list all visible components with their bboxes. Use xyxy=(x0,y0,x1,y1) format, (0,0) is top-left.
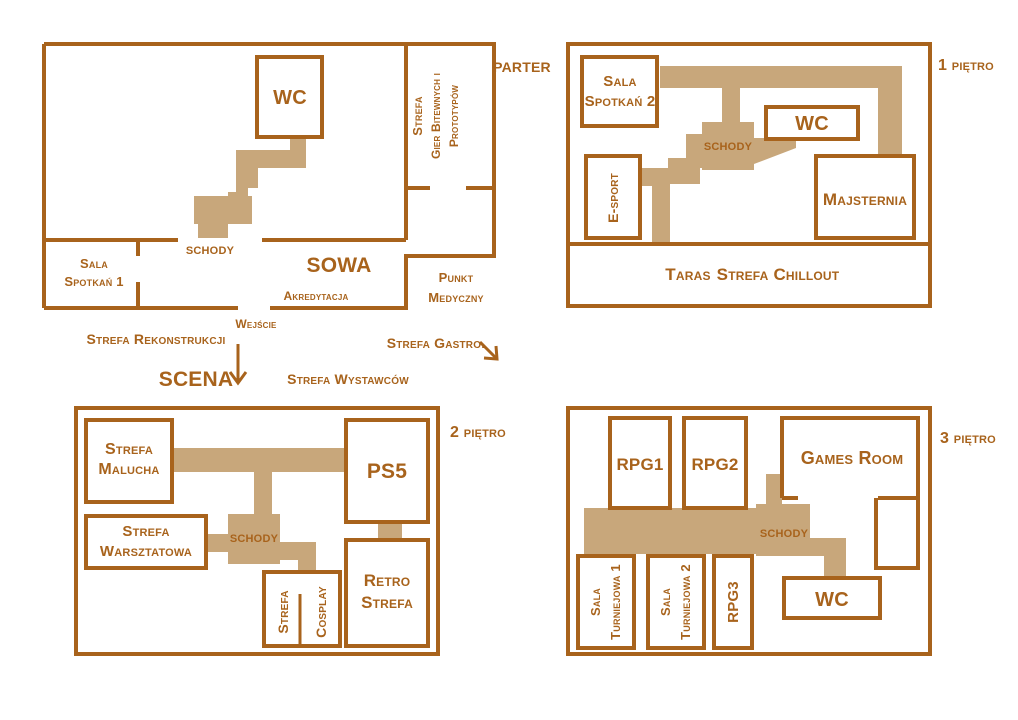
p3-outer-wall xyxy=(566,406,932,656)
p2-malucha-label-1: Strefa xyxy=(105,441,153,458)
strefa-gastro-label: Strefa Gastro. xyxy=(387,335,486,351)
p2-strefa-warsztatowa-room xyxy=(84,514,208,570)
p2-retro-room xyxy=(344,538,430,648)
parter-sowa-label: SOWA xyxy=(307,254,372,277)
strefa-wystawcow-label: Strefa Wystawców xyxy=(287,371,409,387)
p2-cosplay-room xyxy=(262,570,342,648)
p2-title: 2 piętro xyxy=(450,424,506,441)
p2-corridor-path xyxy=(172,448,348,518)
p3-wc-room xyxy=(782,576,882,620)
p1-wc-label: WC xyxy=(795,113,829,135)
parter-strefa-gier-label-1: Strefa xyxy=(410,96,425,136)
p2-corridor-south xyxy=(280,542,316,572)
p3-stairs-block xyxy=(756,504,810,556)
p1-wc-room xyxy=(764,105,860,141)
p3-wc-label: WC xyxy=(815,589,849,611)
p2-schody-label: SCHODY xyxy=(230,533,279,545)
p3-title: 3 piętro xyxy=(940,430,996,447)
p3-rpg1-room xyxy=(608,416,672,510)
floor-3-pietro: RPG1 RPG2 Games Room SCHODY Sala Turniej… xyxy=(566,406,996,656)
p2-retro-label-2: Strefa xyxy=(361,593,413,612)
p1-taras-label: Taras xyxy=(665,265,710,284)
p3-turniejowa2-label-1: Sala xyxy=(658,588,673,616)
p1-corridor-path xyxy=(660,66,902,156)
p3-turniejowa2-label-2: Turniejowa 2 xyxy=(678,564,693,640)
p1-majsternia-label: Majsternia xyxy=(823,190,907,209)
parter-sala1-label-2: Spotkań 1 xyxy=(64,274,123,289)
parter-wc-label: WC xyxy=(273,87,307,109)
p2-retro-label-1: Retro xyxy=(364,571,411,590)
p3-sala-turniejowa-1-room xyxy=(576,554,636,650)
parter-schody-label: SCHODY xyxy=(186,245,235,257)
p2-warsztatowa-label-1: Strefa xyxy=(122,523,169,540)
p1-outer-wall xyxy=(566,42,932,308)
p3-games-room-label: Games Room xyxy=(801,448,904,468)
p1-sala2-label-1: Sala xyxy=(603,73,636,90)
p1-schody-label: SCHODY xyxy=(704,141,753,153)
floor-1-pietro: Sala Spotkań 2 SCHODY WC E-sport Majster… xyxy=(566,42,994,308)
p1-esport-label: E-sport xyxy=(605,173,621,223)
parter-title: PARTER xyxy=(493,59,551,75)
parter-wejscie-label: Wejście xyxy=(235,317,277,331)
p1-corridor-path-2 xyxy=(754,138,796,164)
p2-outer-wall xyxy=(74,406,440,656)
strefa-rekonstrukcji-label: Strefa Rekonstrukcji xyxy=(86,331,225,347)
p2-stairs-block xyxy=(228,514,280,564)
parter-strefa-gier-label-2: Gier Bitewnych i xyxy=(429,73,443,159)
p2-cosplay-label-2: Cosplay xyxy=(313,586,329,638)
p2-strefa-malucha-room xyxy=(84,418,174,504)
parter-medyczny-label-2: Medyczny xyxy=(428,290,483,305)
p2-corridor-ps5-retro xyxy=(378,522,402,540)
p3-games-room xyxy=(780,416,920,500)
scena-label: SCENA xyxy=(159,368,234,391)
p3-turniejowa1-label-1: Sala xyxy=(588,588,603,616)
p3-rpg2-label: RPG2 xyxy=(691,455,738,474)
p1-chillout-label: Strefa Chillout xyxy=(717,265,840,284)
p1-sala-spotkan-2-room xyxy=(580,55,659,128)
p2-malucha-label-2: Malucha xyxy=(98,461,159,478)
parter-sala1-label-1: Sala xyxy=(80,256,108,271)
parter-stairs-block xyxy=(194,196,252,224)
p3-corridor-north xyxy=(766,474,782,504)
p1-esport-room xyxy=(584,154,642,240)
p3-turniejowa1-label-2: Turniejowa 1 xyxy=(608,564,623,640)
p2-corridor-west xyxy=(206,534,228,552)
p1-majsternia-room xyxy=(814,154,916,240)
parter-wc-room xyxy=(255,55,324,139)
p2-ps5-label: PS5 xyxy=(367,460,407,483)
parter-akredytacja-label: Akredytacja xyxy=(284,289,349,303)
p1-sala2-label-2: Spotkań 2 xyxy=(585,93,656,110)
parter-outer-wall xyxy=(44,42,496,310)
p3-rpg1-label: RPG1 xyxy=(616,455,663,474)
p1-title: 1 piętro xyxy=(938,57,994,74)
p3-sala-turniejowa-2-room xyxy=(646,554,706,650)
p3-corridor-south xyxy=(810,538,846,578)
p3-rpg3-label: RPG3 xyxy=(725,581,742,623)
p3-games-room-ext xyxy=(874,498,920,570)
p2-warsztatowa-label-2: Warsztatowa xyxy=(100,543,192,560)
p2-cosplay-label-1: Strefa xyxy=(275,590,291,633)
p3-rpg2-room xyxy=(682,416,748,510)
parter-corridor-path xyxy=(198,137,306,238)
floor-parter: WC Strefa Gier Bitewnych i Prototypów Sa… xyxy=(42,42,551,391)
p3-rpg3-room xyxy=(712,554,754,650)
p1-corridor-path-3 xyxy=(640,134,702,244)
p2-ps5-room xyxy=(344,418,430,524)
parter-strefa-gier-label-3: Prototypów xyxy=(447,85,461,148)
p3-schody-label: SCHODY xyxy=(760,528,809,540)
p3-corridor-main xyxy=(584,508,760,554)
parter-medyczny-label-1: Punkt xyxy=(439,270,474,285)
floor-2-pietro: Strefa Malucha PS5 Strefa Warsztatowa SC… xyxy=(74,406,506,656)
arrow-down-right-icon xyxy=(478,340,499,361)
p1-stairs-block xyxy=(702,122,754,170)
arrow-down-icon xyxy=(228,344,248,386)
